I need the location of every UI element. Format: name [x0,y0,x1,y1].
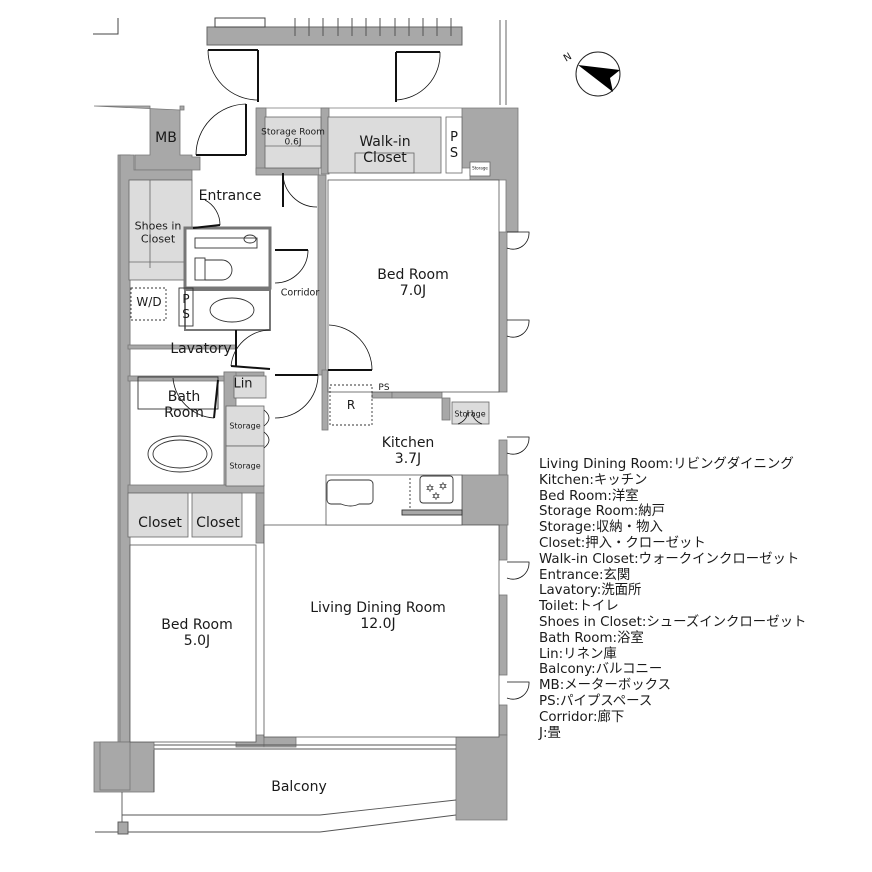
room-label-entrance: Entrance [198,187,262,204]
legend-item: Living Dining Room:リビングダイニング [539,457,794,472]
legend-item: MB:メーターボックス [539,678,671,694]
room-label-kitchen-storage: Storage [454,409,486,419]
bed-room-2-area [129,544,257,743]
north-arrow-icon [575,51,621,97]
legend-item: Lin:リネン庫 [539,646,617,662]
closet-1-fill [127,492,189,538]
legend: Living Dining Room:リビングダイニング Kitchen:キッチ… [539,457,806,741]
closet-2-fill [191,492,243,538]
room-label-ps-top: P S [449,130,459,161]
living-area [263,524,500,738]
shoes-closet-fill [128,179,193,281]
room-size: 5.0J [183,633,211,649]
burner-icon: ✡ [431,490,440,503]
burner-icon: ✡ [425,482,434,495]
room-name: Bed Room [377,266,449,283]
legend-item: Corridor:廊下 [539,709,625,725]
top-exterior-wall [206,26,463,46]
room-label-storage-small: Storage [472,165,488,171]
room-label-storage-b: Storage [229,461,261,471]
room-name: Storage Room [261,127,325,138]
room-label-wd: W/D [136,295,162,310]
legend-item: J:畳 [539,725,561,741]
legend-item: Storage Room:納戸 [539,504,666,520]
kitchen-counter [325,474,463,526]
room-size: 3.7J [394,451,422,467]
room-label-storage-a: Storage [229,421,261,431]
legend-item: Walk-in Closet:ウォークインクローゼット [539,551,800,567]
corner-mark [93,18,119,35]
room-name: Living Dining Room [310,599,446,616]
room-label-walkin-closet: Walk-in Closet [359,133,411,166]
room-label-ps-kitchen: PS [378,382,390,393]
legend-item: Bath Room:浴室 [539,630,644,646]
room-label-mb: MB [155,129,177,146]
room-size: 0.6J [284,138,302,148]
room-label-lavatory: Lavatory [170,340,232,357]
room-label-lin: Lin [233,376,253,392]
room-label-closet-1: Closet [138,514,182,531]
legend-item: Balcony:バルコニー [539,662,663,678]
room-size: 7.0J [399,283,427,299]
legend-item: Toilet:トイレ [539,599,619,615]
legend-item: Kitchen:キッチン [539,472,648,488]
burner-icon: ✡ [438,480,447,493]
legend-item: Lavatory:洗面所 [539,583,642,599]
room-label-shoes-closet: Shoes in Closet [134,219,182,245]
legend-item: Storage:収納・物入 [539,520,663,536]
legend-item: Closet:押入・クローゼット [539,535,706,551]
walls [93,105,519,821]
room-label-bath-room: Bath Room [164,388,204,421]
room-label-closet-2: Closet [196,514,240,531]
room-name: Kitchen [381,434,435,451]
legend-item: Bed Room:洋室 [539,488,639,504]
room-size: 12.0J [360,616,396,632]
walkin-closet-fill [327,116,442,174]
room-label-balcony: Balcony [271,778,327,795]
room-label-corridor: Corridor [280,287,320,299]
room-label-fridge: R [346,398,356,413]
legend-item: Shoes in Closet:シューズインクローゼット [539,614,807,630]
storage-room-fill [264,116,322,169]
legend-item: PS:パイプスペース [539,693,653,709]
legend-item: Entrance:玄関 [539,567,631,583]
bed-room-1-area [327,179,500,393]
balcony-area [95,744,457,835]
room-label-ps-lav: P S [182,292,190,321]
room-name: Bed Room [161,616,233,633]
